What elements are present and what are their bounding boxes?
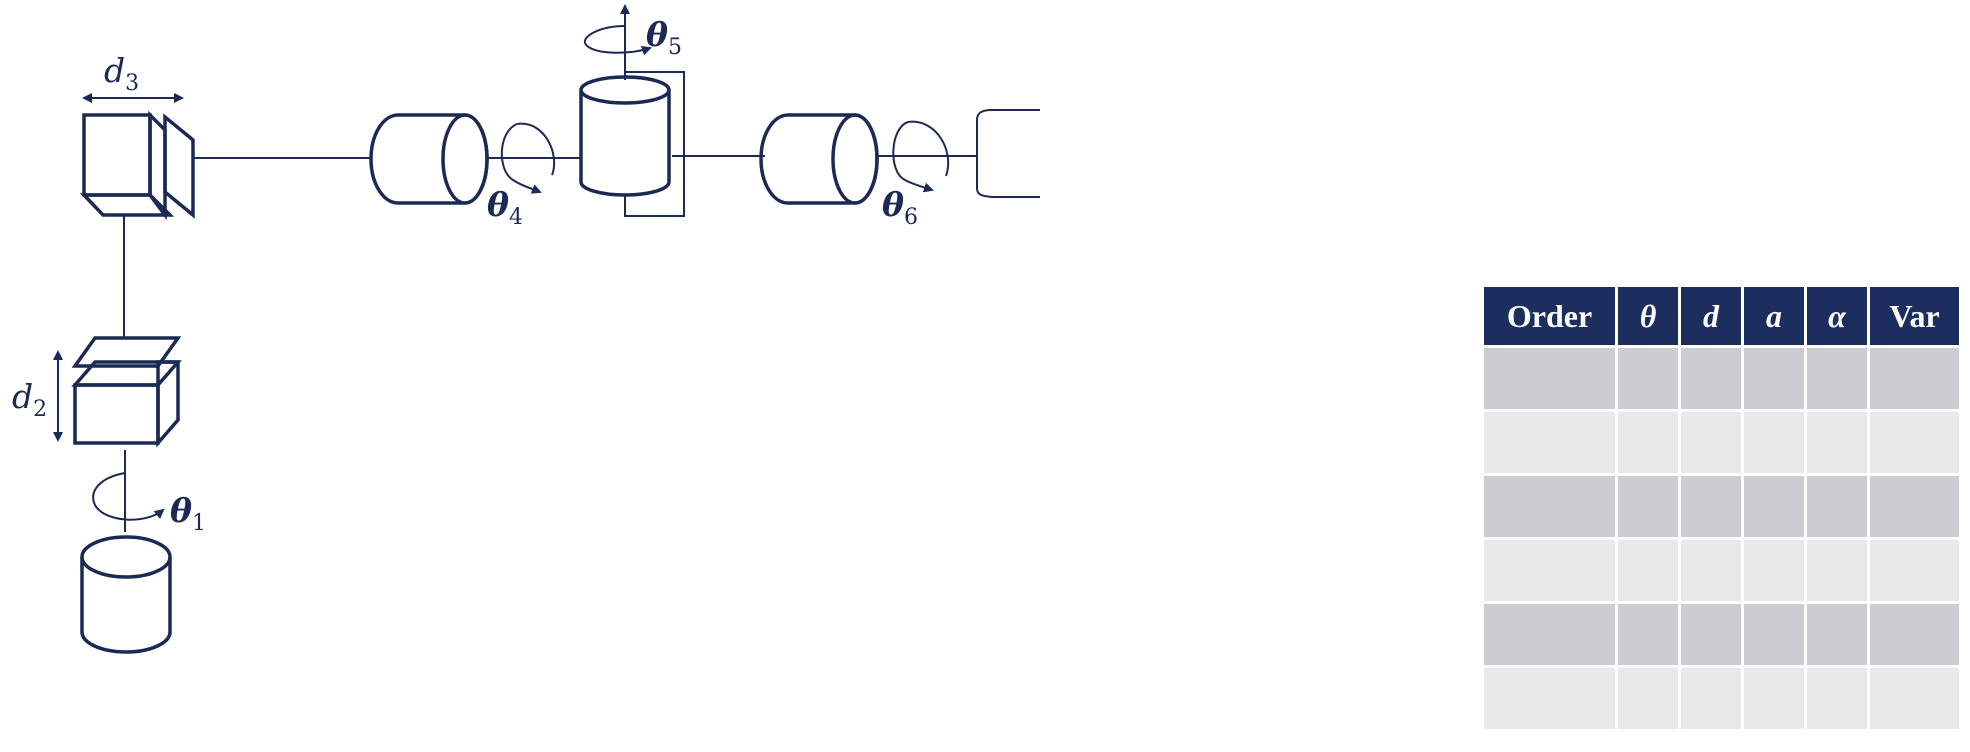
table-cell [1744,668,1804,729]
base-cylinder [80,535,172,654]
theta6-rotation-arrow [892,121,934,193]
table-cell [1681,412,1741,473]
table-cell [1484,348,1615,409]
theta5-label: θ5 [646,15,682,60]
prismatic-joint-2 [71,336,182,448]
robot-arm-diagram: θ1 d2 d3 θ4 θ5 [12,4,1040,654]
table-cell [1870,668,1959,729]
table-row [1484,540,1959,601]
theta6-label: θ6 [882,185,918,230]
header-var: Var [1870,287,1959,345]
table-cell [1681,348,1741,409]
table-row [1484,668,1959,729]
table-cell [1744,604,1804,665]
table-cell [1618,348,1678,409]
table-cell [1870,348,1959,409]
joint-5-cylinder [579,71,685,217]
header-d: d [1681,287,1741,345]
header-order: Order [1484,287,1615,345]
table-row [1484,348,1959,409]
table-cell [1807,476,1867,537]
table-cell [1807,348,1867,409]
header-a: a [1744,287,1804,345]
table-cell [1618,476,1678,537]
table-cell [1870,476,1959,537]
table-row [1484,412,1959,473]
table-cell [1484,476,1615,537]
table-cell [1484,540,1615,601]
theta4-label: θ4 [487,185,523,230]
table-cell [1618,540,1678,601]
header-alpha: α [1807,287,1867,345]
table-cell [1484,668,1615,729]
table-cell [1618,412,1678,473]
table-cell [1681,540,1741,601]
table-cell [1618,668,1678,729]
header-theta: θ [1618,287,1678,345]
joint-4-cylinder [369,113,489,205]
table-cell [1807,540,1867,601]
dh-parameter-table: Order θ d a α Var [1481,284,1962,732]
theta6-rotation-arc [907,120,950,177]
table-cell [1870,604,1959,665]
d2-label: d2 [12,377,47,422]
theta5-rotation-arrow [583,25,652,56]
table-cell [1744,348,1804,409]
theta4-rotation-arrow [500,123,542,194]
table-cell [1484,412,1615,473]
prismatic-joint-3 [79,110,195,221]
table-cell [1870,540,1959,601]
table-cell [1870,412,1959,473]
table-cell [1618,604,1678,665]
table-header-row: Order θ d a α Var [1484,287,1959,345]
table-cell [1744,540,1804,601]
table-cell [1744,476,1804,537]
link-lines [123,155,978,532]
d3-label: d3 [104,51,139,96]
table-row [1484,604,1959,665]
table-cell [1484,604,1615,665]
table-cell [1807,668,1867,729]
end-effector-gripper [976,109,1040,198]
table-cell [1681,604,1741,665]
table-cell [1744,412,1804,473]
table-cell [1807,604,1867,665]
table-cell [1681,668,1741,729]
table-cell [1681,476,1741,537]
table-cell [1807,412,1867,473]
theta1-label: θ1 [170,491,206,536]
table-row [1484,476,1959,537]
theta1-rotation-arrow [92,472,165,521]
theta4-rotation-arc [516,122,556,176]
joint-6-cylinder [759,113,879,205]
